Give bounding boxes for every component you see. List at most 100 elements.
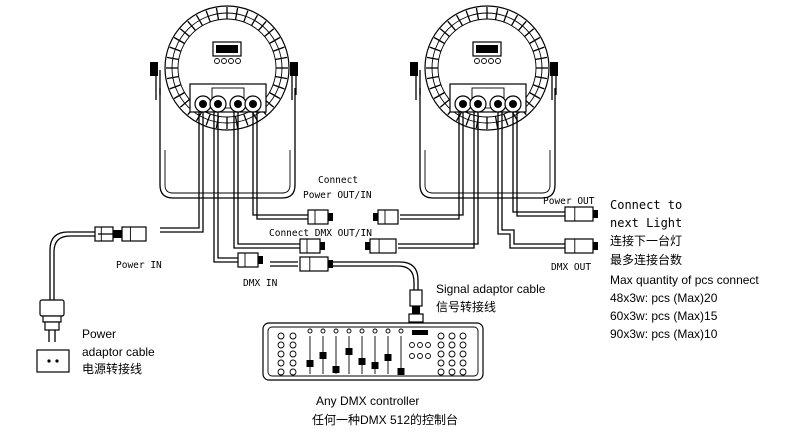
xlr-connector xyxy=(564,206,598,222)
controller-cn-label: 任何一种DMX 512的控制台 xyxy=(312,412,458,427)
xlr-connector xyxy=(365,238,397,254)
controller-button xyxy=(459,350,467,358)
ring-fin xyxy=(532,84,545,90)
controller-button xyxy=(289,341,297,349)
connect-power-label: Connect xyxy=(318,175,358,186)
ring-fin xyxy=(439,28,450,38)
controller-button xyxy=(289,368,297,376)
ring-fin xyxy=(179,28,190,38)
controller-button xyxy=(277,350,285,358)
ring-fin xyxy=(429,46,442,52)
ring-fin xyxy=(475,7,480,20)
controller-button xyxy=(346,328,352,334)
xlr-connector xyxy=(307,209,333,225)
ring-fin xyxy=(447,20,457,31)
max-qty-label: Max quantity of pcs connect xyxy=(610,273,759,287)
ring-fin xyxy=(234,7,239,20)
left-fixture-cables xyxy=(160,112,308,263)
ring-fin xyxy=(234,116,239,129)
controller-fader-knob xyxy=(319,352,327,359)
right-par-light-fixture xyxy=(410,5,558,199)
signal-adaptor-cable xyxy=(270,261,419,290)
ring-fin xyxy=(264,28,275,38)
ring-fin xyxy=(426,56,439,61)
controller-button xyxy=(425,353,431,359)
dmx-out-label: DMX OUT xyxy=(551,262,591,273)
ring-fin xyxy=(503,10,509,23)
controller-button xyxy=(459,332,467,340)
controller-button xyxy=(437,359,445,367)
ring-fin xyxy=(269,91,281,100)
controller-button xyxy=(409,353,415,359)
ring-fin xyxy=(243,10,249,23)
dmx-in-label: DMX IN xyxy=(243,278,278,289)
ring-fin xyxy=(529,91,541,100)
qty-90-label: 90x3w: pcs (Max)10 xyxy=(610,327,718,341)
ring-fin xyxy=(173,91,185,100)
controller-fader-knob xyxy=(332,366,340,373)
controller-button xyxy=(459,359,467,367)
controller-fader-knob xyxy=(384,354,392,361)
xlr-connector xyxy=(299,256,333,272)
controller-button xyxy=(437,341,445,349)
controller-button xyxy=(289,350,297,358)
power-out-in-label: Power OUT/IN xyxy=(303,190,372,201)
ring-fin xyxy=(275,75,288,80)
ring-fin xyxy=(510,14,519,26)
xlr-connector xyxy=(299,238,325,254)
signal-adaptor-label: Signal adaptor cable xyxy=(436,282,546,296)
ring-fin xyxy=(169,84,182,90)
controller-button xyxy=(417,353,423,359)
ring-fin xyxy=(187,20,197,31)
ring-fin xyxy=(532,46,545,52)
controller-button xyxy=(448,359,456,367)
signal-adaptor-cn-label: 信号转接线 xyxy=(436,299,496,314)
controller-fader-knob xyxy=(397,368,405,375)
controller-button xyxy=(307,328,313,334)
ring-fin xyxy=(433,91,445,100)
dmx-controller xyxy=(262,322,484,381)
controller-label: Any DMX controller xyxy=(316,394,419,408)
ring-fin xyxy=(503,113,509,126)
controller-fader-knob xyxy=(358,358,366,365)
ring-fin xyxy=(179,98,190,108)
controller-button xyxy=(372,328,378,334)
controller-button xyxy=(425,342,431,348)
power-plug-icon xyxy=(39,299,65,342)
ring-fin xyxy=(517,20,527,31)
ring-fin xyxy=(429,84,442,90)
connect-dmx-label: Connect DMX OUT/IN xyxy=(269,228,372,239)
xlr-connector xyxy=(117,226,147,242)
ring-fin xyxy=(272,46,285,52)
power-adaptor-label-2: adaptor cable xyxy=(82,345,155,359)
controller-button xyxy=(398,328,404,334)
controller-button xyxy=(277,368,285,376)
controller-button xyxy=(459,368,467,376)
controller-button xyxy=(289,359,297,367)
ring-fin xyxy=(494,116,499,129)
connect-next-label-1: Connect to xyxy=(610,198,682,212)
ring-fin xyxy=(535,75,548,80)
ring-fin xyxy=(272,84,285,90)
power-adaptor-label-1: Power xyxy=(82,327,116,341)
ring-fin xyxy=(455,14,464,26)
power-adaptor-cable xyxy=(49,231,120,300)
ring-fin xyxy=(269,36,281,45)
ring-fin xyxy=(529,36,541,45)
controller-button xyxy=(437,332,445,340)
ring-fin xyxy=(433,36,445,45)
ring-fin xyxy=(275,56,288,61)
ring-fin xyxy=(169,46,182,52)
controller-button xyxy=(277,332,285,340)
controller-fader-knob xyxy=(371,362,379,369)
controller-button xyxy=(448,368,456,376)
xlr-connector xyxy=(564,238,598,254)
controller-button xyxy=(417,342,423,348)
controller-button xyxy=(448,332,456,340)
controller-button xyxy=(320,328,326,334)
controller-button xyxy=(333,328,339,334)
qty-60-label: 60x3w: pcs (Max)15 xyxy=(610,309,718,323)
xlr-connector xyxy=(237,252,263,268)
controller-button xyxy=(277,341,285,349)
